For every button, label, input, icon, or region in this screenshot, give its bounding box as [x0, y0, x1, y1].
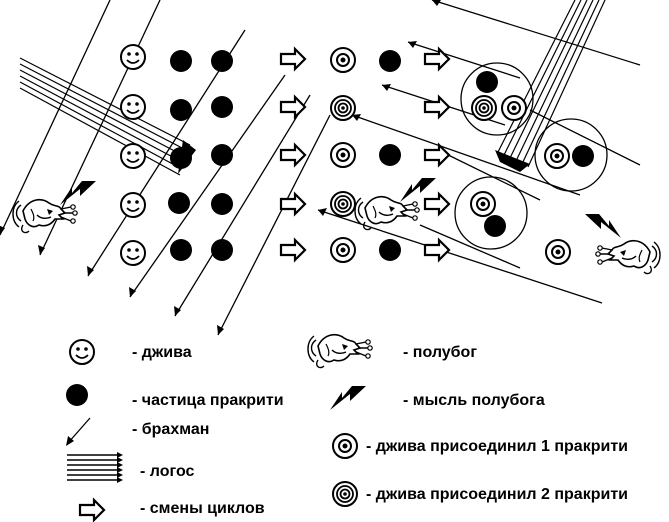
demigod-icon [594, 239, 661, 275]
group-circle [454, 176, 528, 250]
legend-logos-icon [66, 451, 124, 484]
legend-jiva2-label: - джива присоединил 2 пракрити [366, 486, 628, 503]
jiva-with-1-prakriti [501, 95, 527, 121]
jiva-with-2-prakriti [330, 191, 356, 217]
jiva [120, 240, 146, 266]
brahman-line [529, 109, 641, 166]
logos-bundle-left [19, 57, 191, 176]
legend-cycles-icon [78, 498, 106, 522]
legend-thought-label: - мысль полубога [403, 392, 545, 409]
legend-brahman-icon [66, 417, 91, 446]
legend-jiva-label: - джива [132, 344, 192, 361]
cycle-arrow [279, 47, 307, 71]
legend-jiva2-icon [332, 481, 358, 507]
cycle-arrow [279, 143, 307, 167]
prakriti-particle [572, 145, 594, 167]
logos-arrowheads-right [495, 150, 530, 172]
cycle-arrow [279, 238, 307, 262]
cycle-arrow [423, 192, 451, 216]
jiva-with-1-prakriti [545, 239, 571, 265]
prakriti-particle [484, 215, 506, 237]
legend-demigod-label: - полубог [403, 344, 477, 361]
cycle-arrow [279, 192, 307, 216]
prakriti-particle [168, 192, 190, 214]
legend-icons [66, 333, 374, 522]
cycle-arrow [423, 238, 451, 262]
brahman-line [431, 0, 641, 66]
brahman-line [419, 224, 521, 269]
prakriti-particle [170, 239, 192, 261]
prakriti-particle [379, 144, 401, 166]
prakriti-particle [211, 96, 233, 118]
demigod-thought-icon [585, 214, 621, 238]
prakriti-particle [379, 50, 401, 72]
legend-thought-icon [330, 386, 366, 410]
legend-particle-icon [66, 384, 88, 406]
jiva-with-2-prakriti [471, 95, 497, 121]
prakriti-particle [211, 193, 233, 215]
legend-jiva1-label: - джива присоединил 1 пракрити [366, 438, 628, 455]
brahman-line [0, 0, 111, 236]
demigod-middle [354, 178, 436, 231]
legend-logos-label: - логос [140, 463, 195, 480]
legend-particle-label: - частица пракрити [132, 392, 284, 409]
prakriti-particle [170, 147, 192, 169]
group-circle [534, 118, 608, 192]
prakriti-particle [211, 239, 233, 261]
cycle-arrow [279, 95, 307, 119]
jiva-with-1-prakriti [330, 142, 356, 168]
brahman-line [407, 41, 521, 79]
prakriti-particle [476, 71, 498, 93]
legend-demigod-icon [307, 333, 374, 369]
brahman-line [129, 74, 286, 298]
brahman-arrowheads [0, 0, 441, 335]
prakriti-particles [168, 50, 594, 261]
jiva [120, 143, 146, 169]
prakriti-particle [170, 50, 192, 72]
prakriti-particle [379, 239, 401, 261]
jiva [120, 44, 146, 70]
group-circles [454, 62, 608, 250]
prakriti-particle [170, 99, 192, 121]
legend-jiva-icon [69, 339, 95, 365]
group-circle [460, 62, 534, 136]
brahman-line [217, 114, 331, 336]
jiva-with-1-prakriti [544, 143, 570, 169]
jiva [120, 94, 146, 120]
demigod-icon [12, 198, 79, 234]
brahman-lines [0, 0, 641, 336]
brahman-line [317, 209, 603, 304]
jiva-with-2-prakriti [330, 95, 356, 121]
jiva-with-1-prakriti [330, 237, 356, 263]
legend-cycles-label: - смены циклов [140, 500, 265, 517]
legend-jiva1-icon [332, 433, 358, 459]
brahman-line [437, 149, 541, 201]
demigod-right [585, 214, 661, 275]
prakriti-particle [211, 144, 233, 166]
brahman-line [351, 114, 581, 196]
jiva-with-1-prakriti [330, 47, 356, 73]
jiva-with-1-prakriti [470, 191, 496, 217]
brahman-line [174, 94, 311, 317]
jiva-column [120, 44, 146, 266]
jiva [120, 192, 146, 218]
legend-brahman-label: - брахман [132, 421, 210, 438]
prakriti-particle [211, 50, 233, 72]
